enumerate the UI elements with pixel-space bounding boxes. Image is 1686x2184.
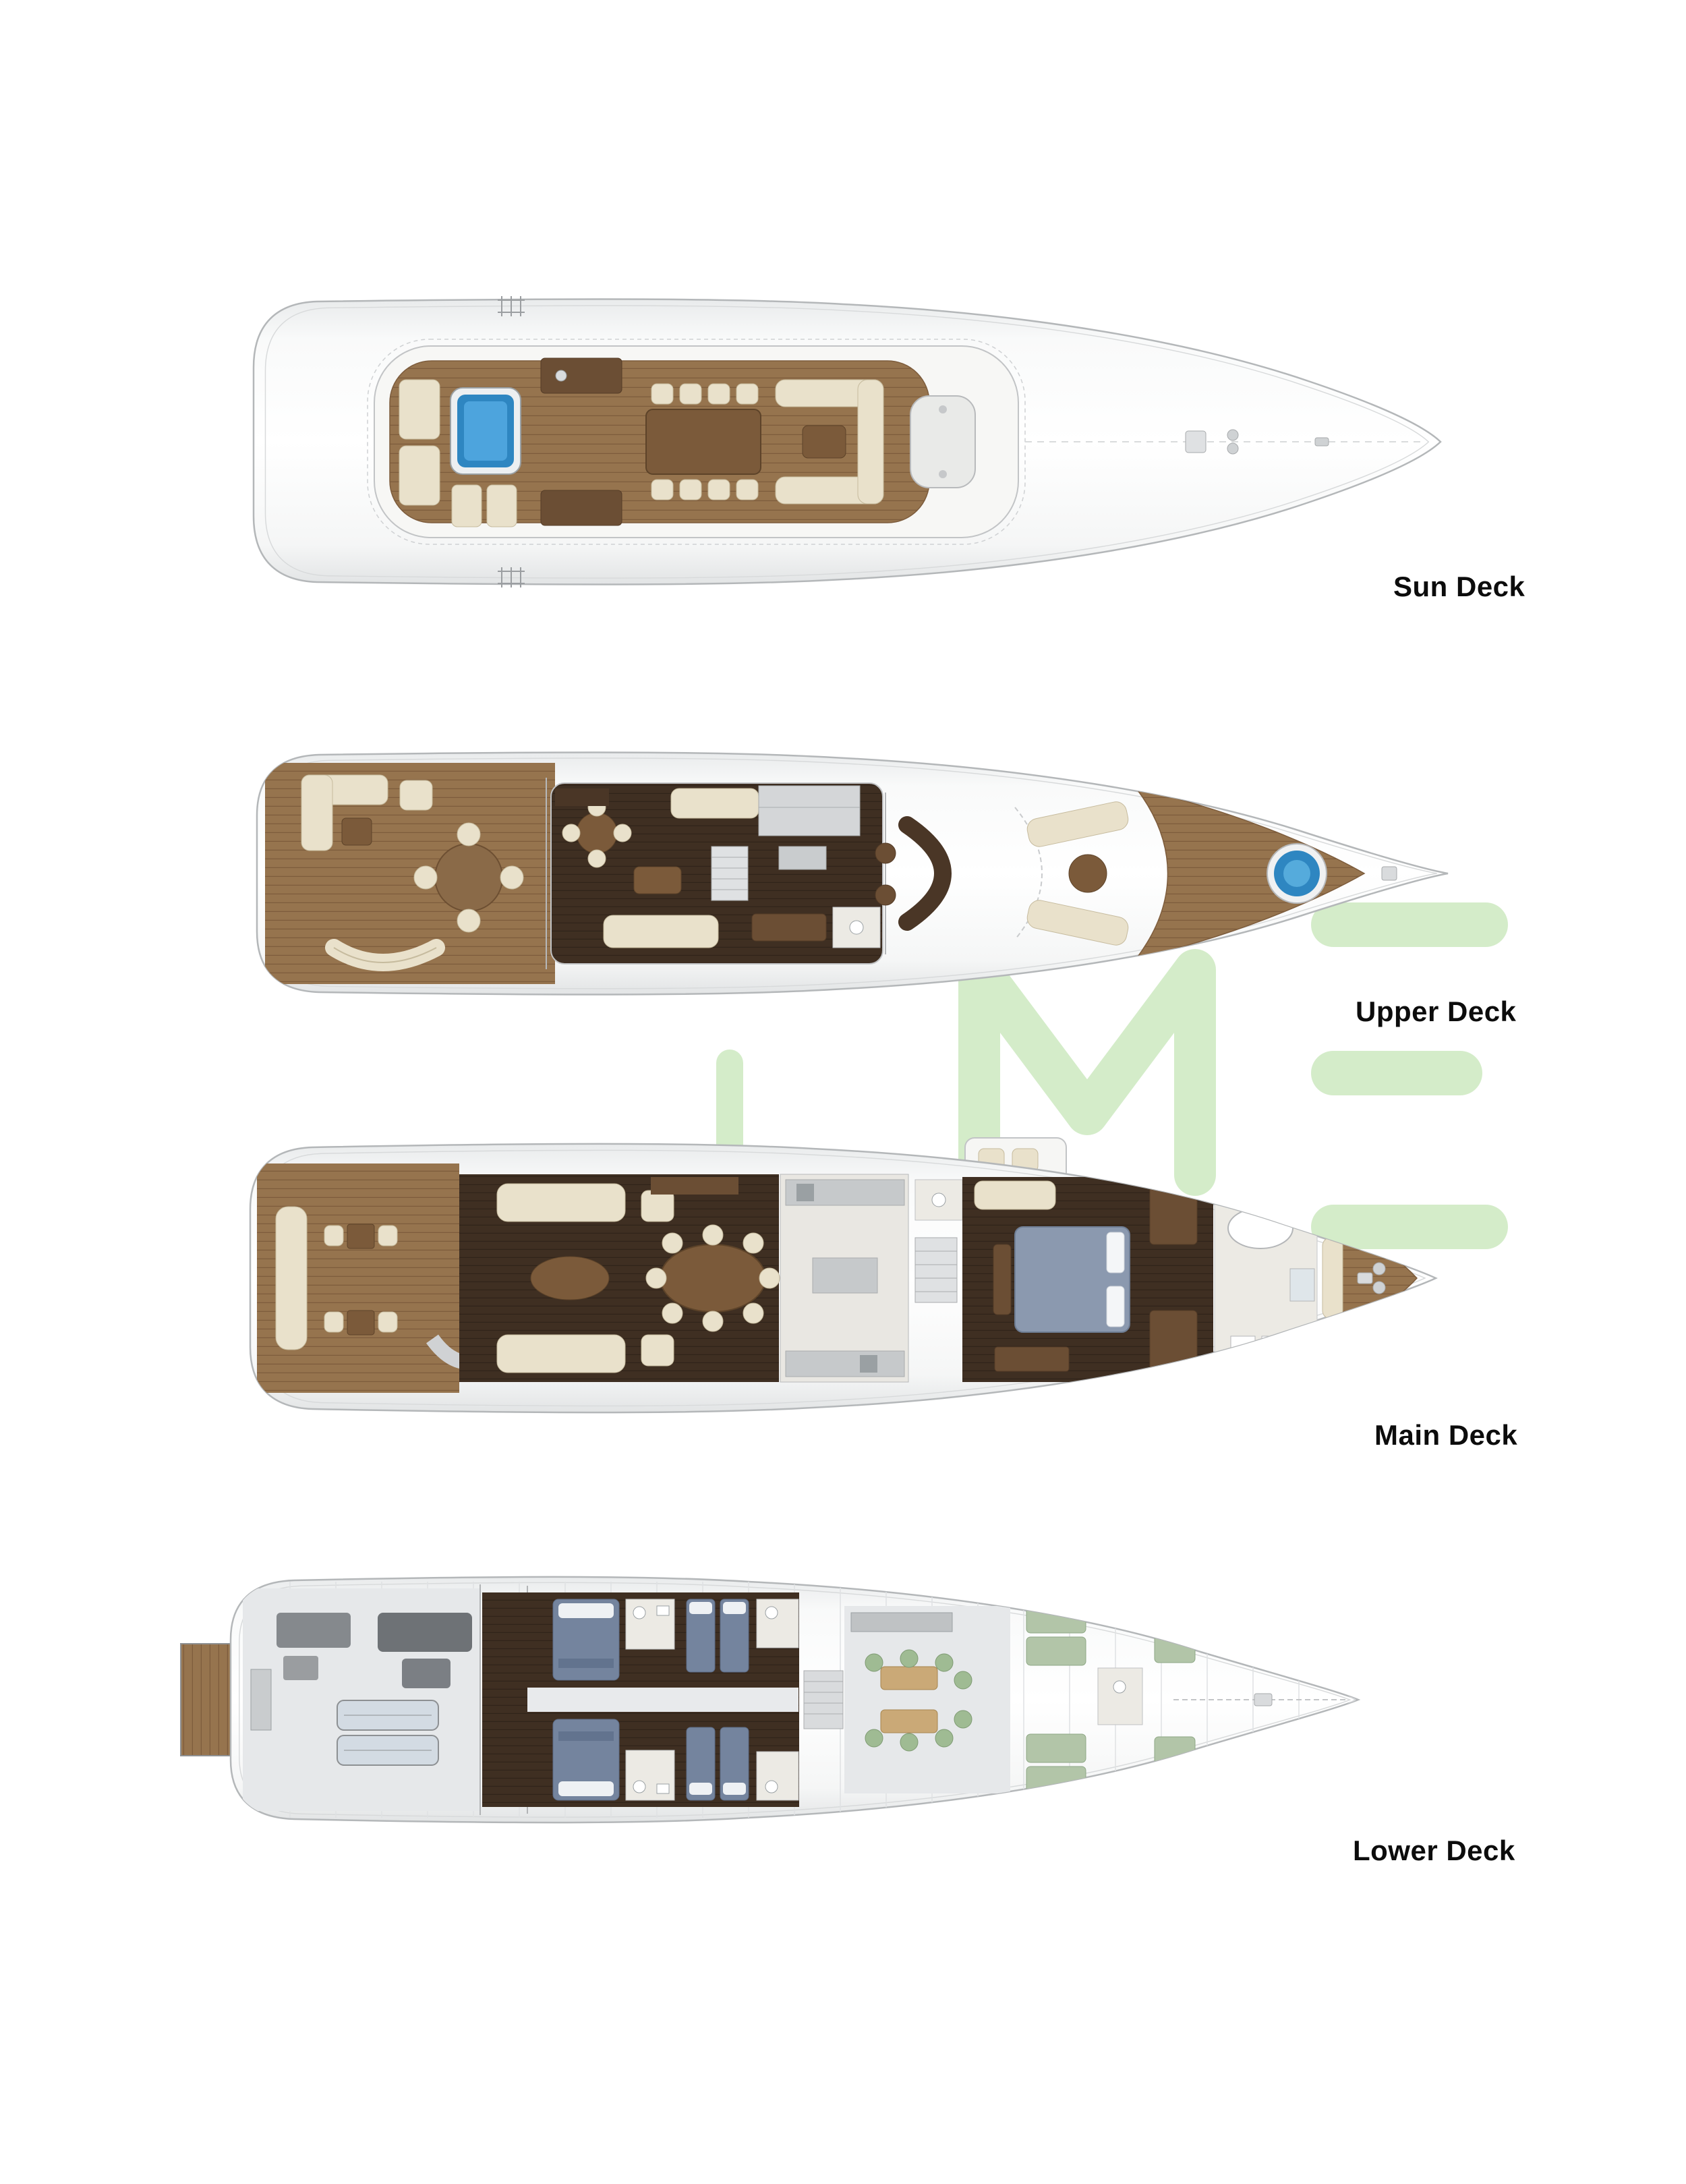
owners-furniture xyxy=(974,1180,1198,1372)
twin-cabin-bottom xyxy=(686,1727,749,1801)
mast-structure xyxy=(910,395,976,488)
skylounge-furniture xyxy=(555,788,827,948)
midship-stairs xyxy=(803,1670,844,1729)
owners-bed xyxy=(993,1226,1130,1333)
day-head xyxy=(832,907,881,948)
aft-lounge xyxy=(301,774,445,971)
crew-mess xyxy=(850,1612,972,1752)
garage-equipment xyxy=(250,1613,472,1731)
guest-corridor xyxy=(527,1688,798,1712)
wheelhouse xyxy=(875,807,1043,940)
forward-settees xyxy=(1026,801,1129,946)
foredeck-teak xyxy=(1135,787,1366,960)
loungers xyxy=(451,484,517,527)
windlass xyxy=(1185,429,1329,455)
sun-pads xyxy=(399,379,440,506)
main-deck-label: Main Deck xyxy=(1374,1419,1518,1451)
salon-sofas xyxy=(496,1177,738,1373)
watermark-letters xyxy=(716,902,1508,1249)
guest-bathrooms-mid xyxy=(625,1599,675,1801)
lobby-stairs xyxy=(914,1179,963,1303)
round-dining-table xyxy=(413,822,524,933)
upper-deck-label: Upper Deck xyxy=(1356,996,1517,1027)
spa-tub xyxy=(1267,843,1327,904)
jacuzzi xyxy=(450,387,521,475)
watermark-letter-e xyxy=(1311,902,1508,1249)
pantry xyxy=(758,785,861,870)
crew-mess-floor xyxy=(844,1606,1010,1793)
transom-bench xyxy=(275,1206,308,1350)
wet-bar xyxy=(540,357,622,526)
sun-deck-plan xyxy=(236,293,1450,590)
formal-dining-table xyxy=(645,1224,780,1332)
sun-deck-label: Sun Deck xyxy=(1393,571,1525,602)
stairs xyxy=(711,846,749,901)
ladder-mark-bottom xyxy=(498,567,525,587)
lower-deck-plan xyxy=(175,1568,1389,1831)
double-cabin-aft-top xyxy=(552,1599,620,1681)
main-deck-plan xyxy=(233,1137,1447,1420)
u-shaped-lounge xyxy=(775,379,884,505)
bow-windlass xyxy=(1381,866,1397,881)
engines xyxy=(337,1700,439,1766)
ladder-mark-top xyxy=(498,296,525,316)
twin-cabin-top xyxy=(686,1599,749,1673)
guest-bathrooms-fwd xyxy=(756,1599,799,1801)
upper-deck-plan xyxy=(239,745,1460,1002)
watermark-letter-m xyxy=(958,949,1216,1196)
galley xyxy=(780,1174,909,1383)
aft-deck-table-bottom xyxy=(324,1310,398,1335)
aft-deck-table-top xyxy=(324,1224,398,1249)
alfresco-dining-table xyxy=(645,383,761,500)
ensuite-bathroom xyxy=(1214,1198,1318,1358)
lower-deck-label: Lower Deck xyxy=(1353,1835,1515,1866)
double-cabin-aft-bottom xyxy=(552,1719,620,1801)
